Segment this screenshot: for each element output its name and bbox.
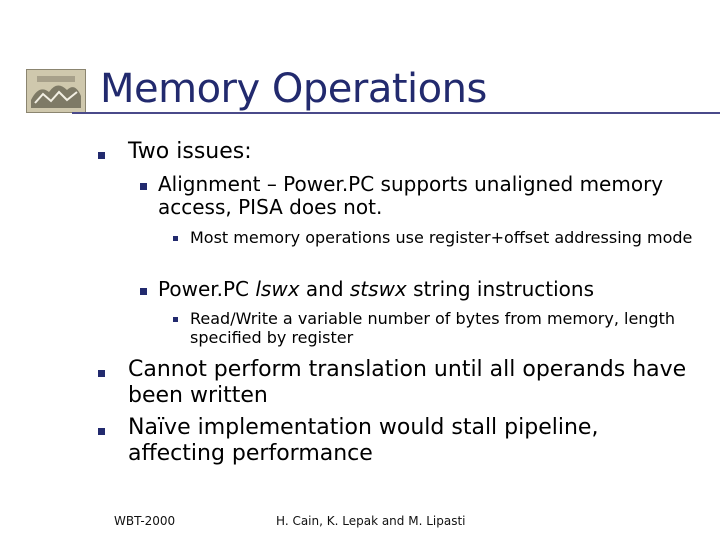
bullet-cannot-perform: Cannot perform translation until all ope… (128, 357, 687, 408)
bullet-marker (98, 370, 105, 377)
bullet-marker (140, 288, 147, 295)
text-segment: Power.PC (158, 277, 256, 301)
bullet-alignment: Alignment – Power.PC supports unaligned … (158, 172, 664, 220)
text-segment: string instructions (406, 277, 595, 301)
bullet-marker (173, 236, 178, 241)
lswx-instruction: lswx (255, 277, 300, 301)
bullet-marker (173, 317, 178, 322)
bullet-naive-implementation: Naïve implementation would stall pipelin… (128, 415, 599, 466)
bullet-two-issues: Two issues: (128, 139, 252, 164)
stswx-instruction: stswx (349, 277, 407, 301)
logo-image (26, 69, 86, 113)
title-underline (72, 112, 720, 114)
slide-title: Memory Operations (100, 66, 487, 112)
bullet-string-instructions: Power.PC lswx and stswx string instructi… (158, 277, 703, 301)
bullet-register-offset: Most memory operations use register+offs… (190, 228, 693, 247)
bullet-marker (98, 152, 105, 159)
campus-logo-icon (27, 70, 85, 112)
bullet-marker (140, 183, 147, 190)
bullet-marker (98, 428, 105, 435)
bullet-read-write: Read/Write a variable number of bytes fr… (190, 309, 675, 347)
footer-left: WBT-2000 (114, 514, 176, 528)
text-segment: and (299, 277, 350, 301)
footer-authors: H. Cain, K. Lepak and M. Lipasti (276, 514, 466, 528)
